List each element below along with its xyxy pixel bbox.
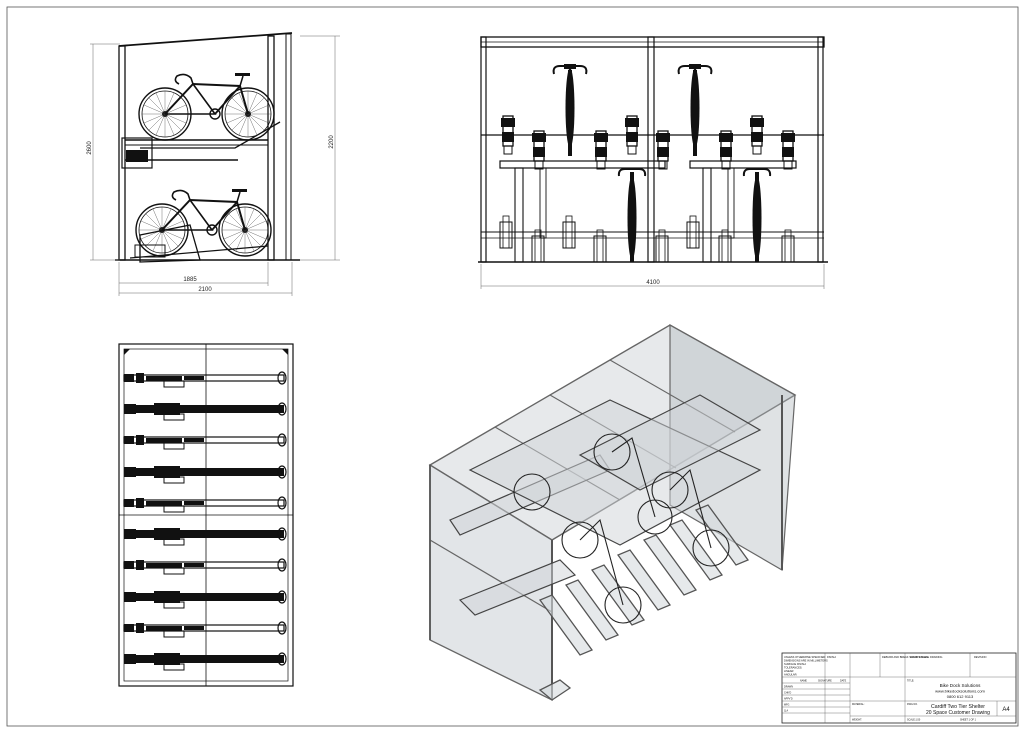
tb-note-4: TOLERANCES: (784, 666, 803, 670)
tb-row-mfg: MFG (784, 704, 789, 707)
tb-row-drawn: DRAWN (784, 686, 793, 689)
tb-col-date: DATE (840, 680, 847, 683)
tb-material-label: MATERIAL: (852, 703, 865, 706)
tb-sheet-label: SHEET 1 OF 1 (960, 719, 977, 722)
dim-side-depth-inner: 1885 (183, 277, 197, 283)
tb-note-5: LINEAR: (784, 669, 794, 673)
plan-view (118, 343, 294, 687)
tb-company: Bike Dock Solutions (940, 683, 982, 688)
tb-title-line1: Cardiff Two Tier Shelter (931, 704, 985, 710)
tb-note-6: ANGULAR: (784, 673, 798, 677)
tb-title-line2: 20 Space Customer Drawing (926, 710, 990, 716)
front-elevation-view: 4100 (478, 36, 828, 289)
tb-phone: 0800 612 9113 (947, 694, 974, 699)
tb-note-2: DIMENSIONS ARE IN MILLIMETERS (784, 659, 828, 663)
dim-front-width: 4100 (646, 280, 660, 286)
tb-note-3: SURFACE FINISH: (784, 662, 806, 666)
tb-row-approved: APPV'D (784, 698, 793, 701)
tb-scale-label: SCALE:1:50 (907, 719, 921, 722)
tb-col-signature: SIGNATURE (818, 680, 832, 683)
tb-finish-label: FINISH: (827, 655, 837, 659)
tb-dwg-no-label: DWG NO. (907, 703, 918, 706)
side-elevation-view: 2600 2200 1885 2100 (87, 32, 340, 296)
sheet-border (6, 6, 1019, 727)
tb-row-checked: CHK'D (784, 692, 792, 695)
tb-revision-label: REVISION (974, 655, 987, 659)
title-block: UNLESS OTHERWISE SPECIFIED: DIMENSIONS A… (781, 652, 1017, 724)
tb-sheet-size: A4 (1002, 707, 1010, 713)
dim-side-height-left: 2600 (87, 141, 93, 155)
tb-col-name: NAME (800, 680, 807, 683)
isometric-view (428, 323, 797, 702)
tb-website: www.bikedocksolutions.com (935, 689, 985, 694)
tb-note-1: UNLESS OTHERWISE SPECIFIED: (784, 655, 826, 659)
tb-row-qa: Q.A (784, 710, 789, 713)
tb-deburr-label: DEBURR AND BREAK SHARP EDGES (882, 655, 928, 659)
tb-title-label: TITLE: (907, 680, 915, 683)
dim-side-height-right: 2200 (329, 135, 335, 149)
tb-do-not-scale: DO NOT SCALE DRAWING (910, 655, 942, 659)
tb-weight-label: WEIGHT: (852, 719, 862, 722)
dim-side-depth-outer: 2100 (198, 287, 212, 293)
